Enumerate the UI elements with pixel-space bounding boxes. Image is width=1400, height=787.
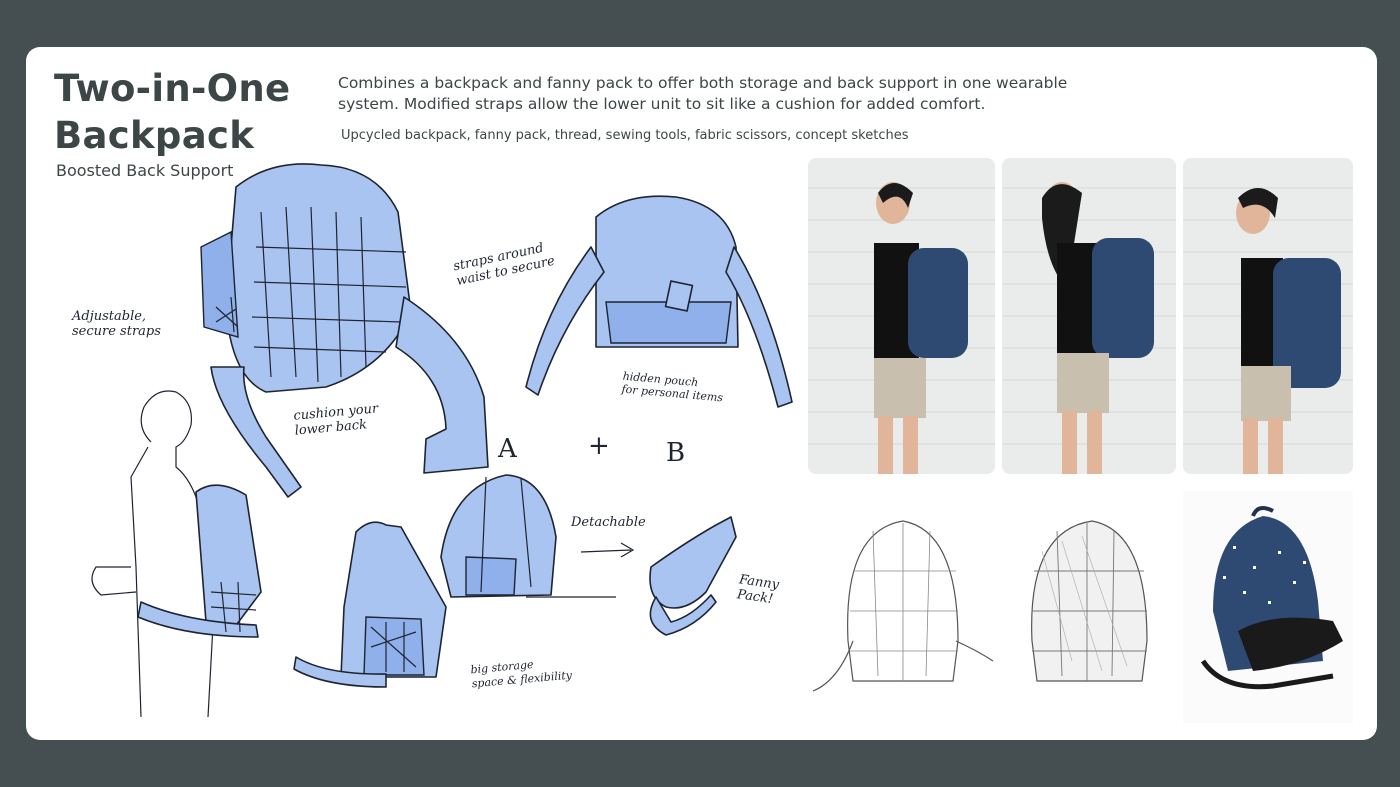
sketch-person-with-backpack (91, 390, 262, 718)
page-title: Two-in-One Backpack (54, 65, 290, 159)
photo-side-view (808, 158, 995, 474)
pencil-sketch-front (808, 491, 995, 723)
photo-side-view-illustration (808, 158, 995, 474)
pencil-sketch-front-drawing (808, 491, 995, 723)
sketch-hidden-pouch-backpack (525, 195, 793, 408)
photo-back-view-illustration (1183, 158, 1353, 474)
sketch-main-backpack (200, 163, 489, 498)
pencil-sketch-detail (1002, 491, 1176, 723)
note-detachable: Detachable (571, 515, 646, 530)
pencil-sketch-detail-drawing (1002, 491, 1176, 723)
product-photo (1183, 491, 1353, 723)
label-a: A (498, 434, 517, 464)
sketch-fanny-pack-b (649, 516, 737, 636)
product-photo-illustration (1183, 491, 1353, 723)
materials-list: Upcycled backpack, fanny pack, thread, s… (341, 128, 909, 143)
note-adjustable-straps: Adjustable, secure straps (72, 309, 161, 339)
photo-adjusting-strap-illustration (1002, 158, 1176, 474)
sketch-backpack-side (293, 521, 447, 688)
title-line-1: Two-in-One (54, 67, 291, 110)
photo-adjusting-strap (1002, 158, 1176, 474)
page-subtitle: Boosted Back Support (56, 161, 234, 180)
project-description: Combines a backpack and fanny pack to of… (338, 74, 1068, 113)
note-fanny-pack: Fanny Pack! (736, 572, 780, 608)
arrow-detachable (580, 542, 635, 558)
content-card: Two-in-One Backpack Boosted Back Support… (26, 47, 1377, 740)
photo-back-view (1183, 158, 1353, 474)
title-line-2: Backpack (54, 114, 255, 157)
sketch-backpack-a (440, 474, 557, 598)
label-plus: + (588, 431, 610, 461)
label-b: B (666, 438, 686, 468)
concept-sketches (91, 163, 793, 718)
